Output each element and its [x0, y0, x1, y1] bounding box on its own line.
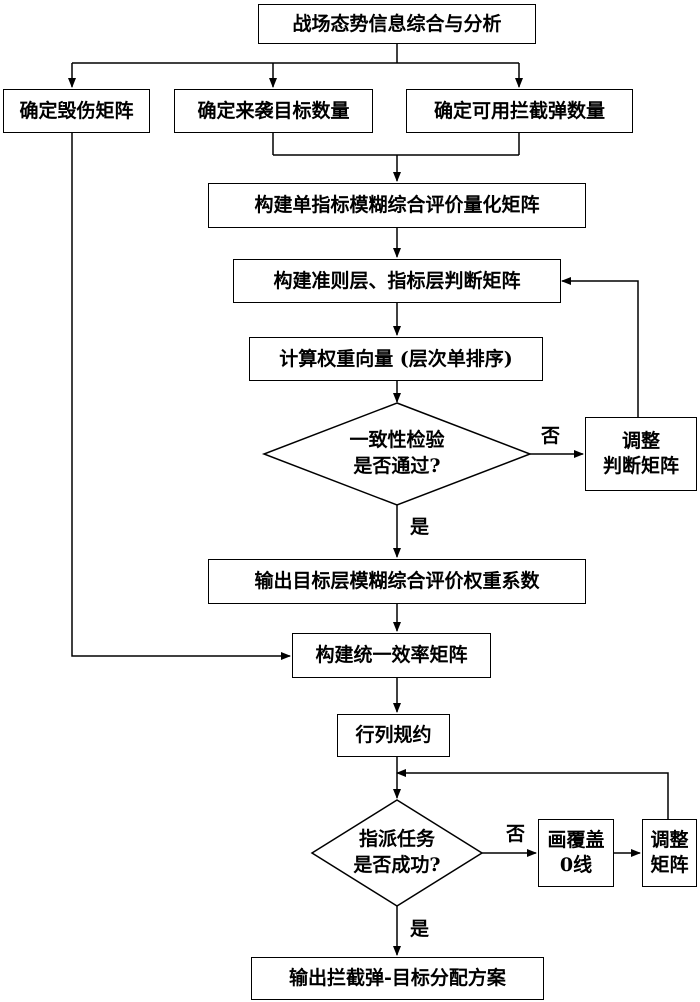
adjust-matrix-line1: 调整 [650, 829, 689, 852]
diamond-consistency-check [261, 402, 533, 506]
node-target-count: 确定来袭目标数量 [174, 89, 373, 133]
node-adjust-matrix: 调整 矩阵 [642, 819, 697, 887]
node-weight-vector: 计算权重向量 (层次单排序) [249, 337, 543, 381]
node-damage-matrix: 确定毁伤矩阵 [3, 89, 150, 133]
node-adjust-judgment: 调整 判断矩阵 [585, 417, 697, 491]
feedback-to-judgment-matrix [561, 277, 639, 417]
label-no-assignment: 否 [506, 823, 526, 845]
node-judgment-matrix: 构建准则层、指标层判断矩阵 [233, 259, 561, 303]
node-assignment-check: 指派任务 是否成功? [330, 823, 464, 883]
adjust-judgment-line1: 调整 [621, 430, 660, 453]
node-output-plan: 输出拦截弹-目标分配方案 [251, 957, 544, 1000]
node-interceptor-count: 确定可用拦截弹数量 [406, 89, 633, 133]
consistency-check-line1: 一致性检验 [349, 429, 445, 452]
node-analysis: 战场态势信息综合与分析 [258, 4, 536, 44]
node-fuzzy-matrix: 构建单指标模糊综合评价量化矩阵 [208, 183, 586, 228]
consistency-check-line2: 是否通过? [353, 455, 441, 477]
diamond-assignment-check [310, 799, 484, 907]
label-yes-assignment: 是 [410, 918, 430, 940]
label-yes-consistency: 是 [410, 516, 430, 538]
label-no-consistency: 否 [541, 425, 561, 447]
node-row-col-reduction: 行列规约 [337, 714, 450, 757]
assignment-check-line1: 指派任务 [358, 828, 435, 851]
adjust-judgment-line2: 判断矩阵 [602, 455, 679, 477]
node-consistency-check: 一致性检验 是否通过? [300, 424, 494, 484]
node-draw-zero-lines: 画覆盖 0线 [538, 819, 614, 887]
node-unified-matrix: 构建统一效率矩阵 [292, 633, 491, 678]
node-output-weights: 输出目标层模糊综合评价权重系数 [208, 559, 586, 604]
adjust-matrix-line2: 矩阵 [650, 854, 689, 876]
feedback-to-assignment-loop [396, 769, 669, 819]
draw-zero-lines-line2: 0线 [559, 854, 593, 876]
draw-zero-lines-line1: 画覆盖 [547, 829, 605, 852]
assignment-check-line2: 是否成功? [353, 854, 441, 876]
connector-damage-to-unified [71, 133, 291, 660]
